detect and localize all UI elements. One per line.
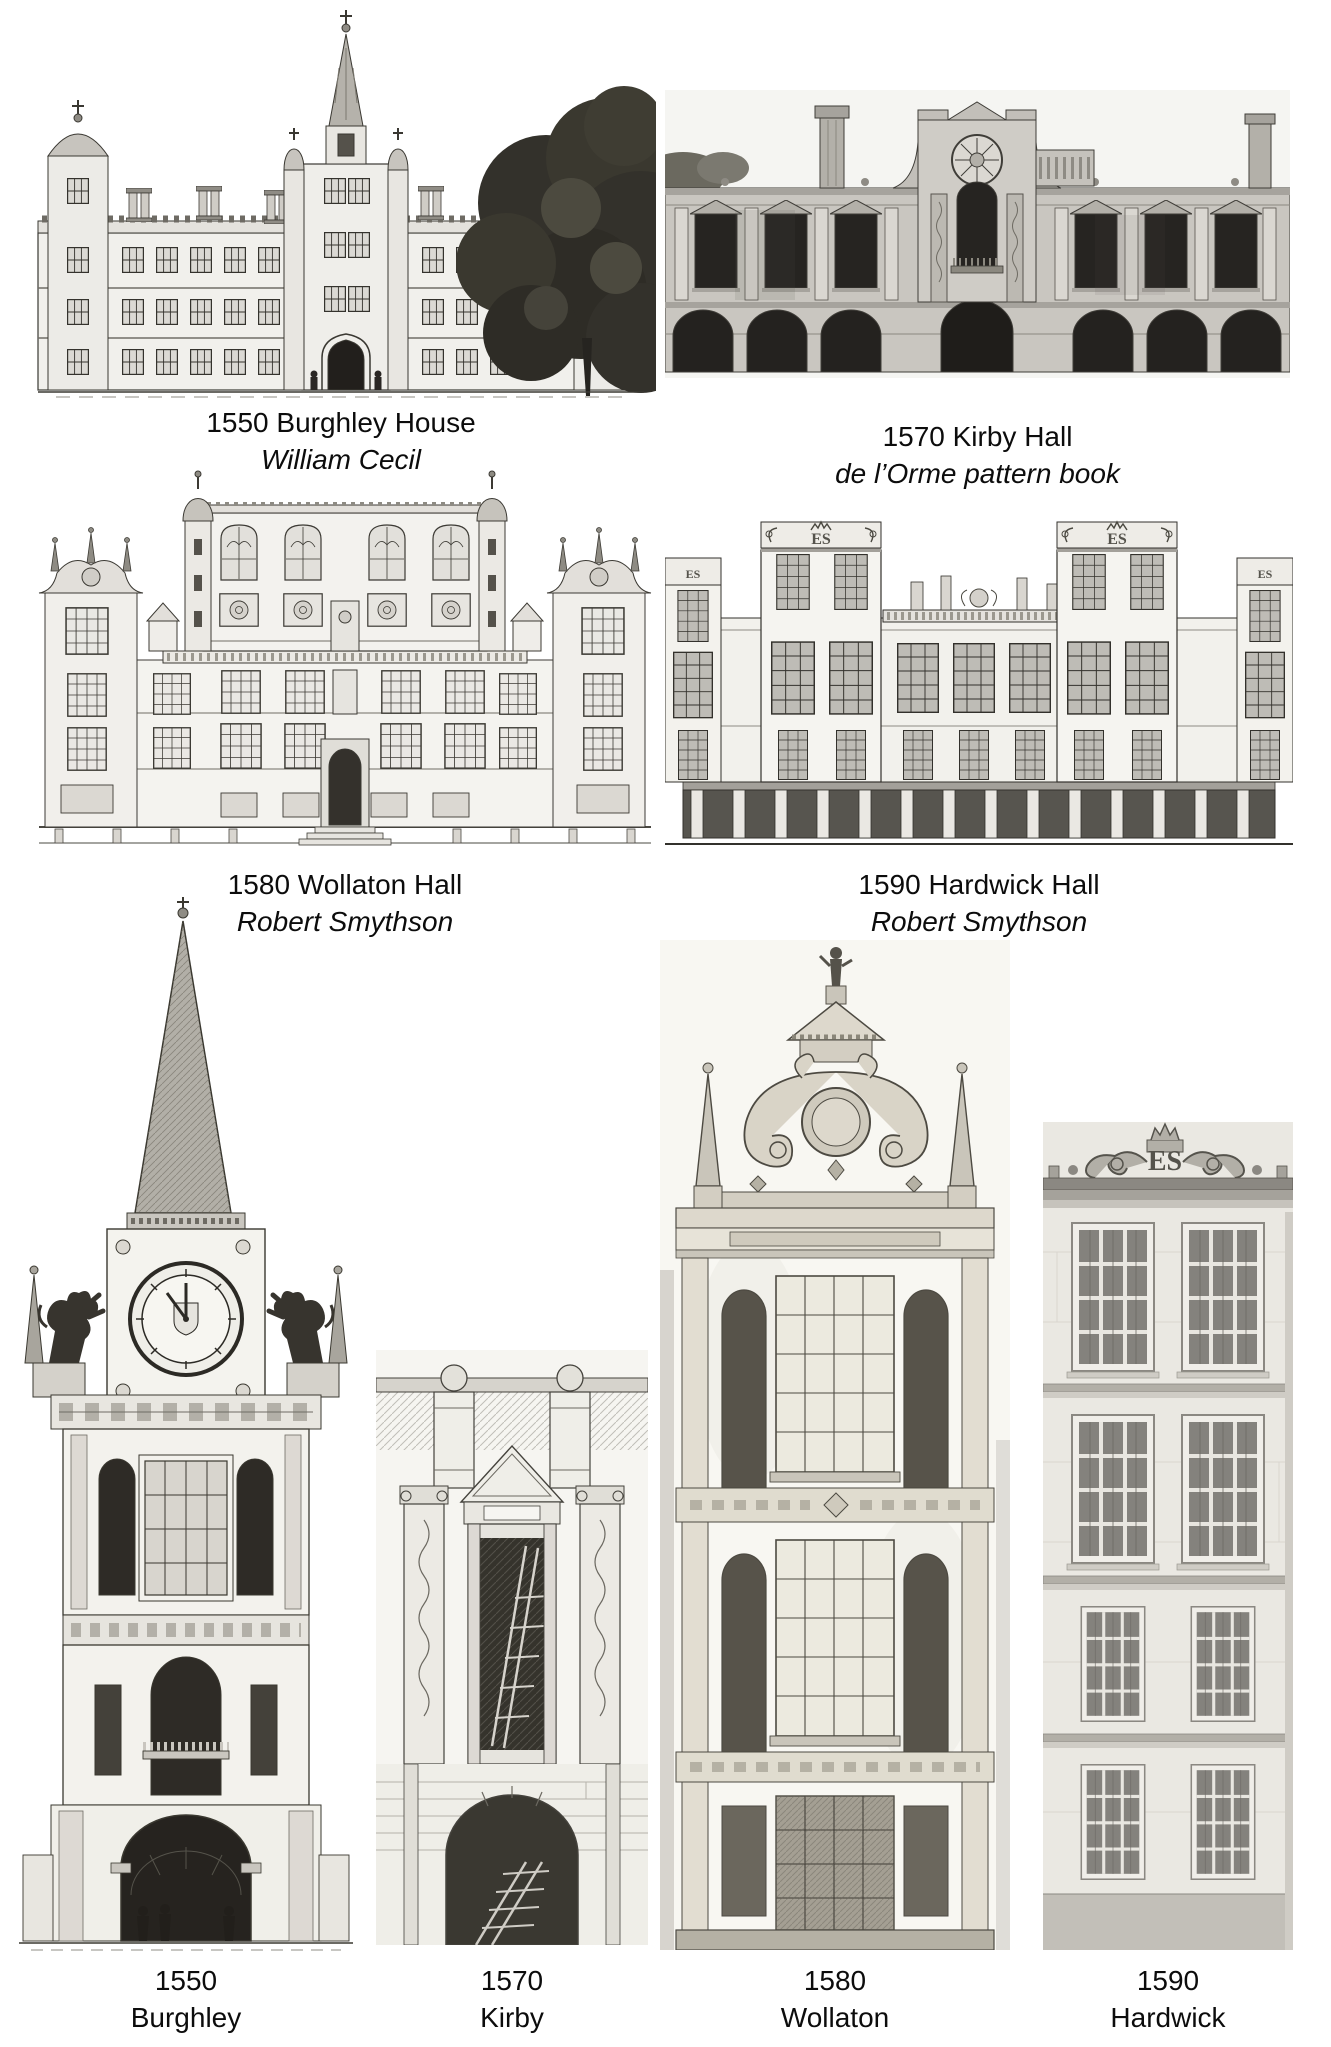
caption-wollaton-detail-year: 1580: [803, 1965, 867, 1996]
wollaton-hall-engraving: [35, 455, 655, 847]
hardwick-es-monogram: ES: [1258, 567, 1273, 581]
hardwick-bay-detail: ES: [1043, 1122, 1293, 1950]
caption-burghley-house-subtitle: William Cecil: [261, 444, 421, 475]
hardwick-bay-illustration: ES: [1043, 1122, 1293, 1950]
caption-burghley-detail-year: 1550: [154, 1965, 218, 1996]
caption-hardwick-hall: 1590 Hardwick Hall Robert Smythson: [665, 866, 1293, 940]
caption-burghley-house-title: 1550 Burghley House: [206, 407, 476, 438]
statue-finial: [818, 947, 853, 1005]
figures-silhouettes: [137, 1904, 235, 1941]
caption-burghley-house: 1550 Burghley House William Cecil: [26, 404, 656, 478]
kirby-frontispiece-illustration: [376, 1350, 648, 1945]
hardwick-es-monogram: ES: [686, 567, 701, 581]
hardwick-es-monogram: ES: [1107, 531, 1127, 548]
wollaton-bay-illustration: [660, 940, 1010, 1950]
lion-statue: [37, 1291, 106, 1363]
caption-wollaton-detail-name: Wollaton: [780, 2002, 890, 2033]
wollaton-hall-illustration: [38, 470, 652, 846]
kirby-hall-illustration: [665, 90, 1290, 378]
burghley-house-engraving: [26, 8, 656, 400]
caption-kirby-detail-year: 1570: [480, 1965, 544, 1996]
kirby-frontispiece-detail: [376, 1350, 648, 1945]
caption-kirby-detail: 1570 Kirby: [376, 1962, 648, 2036]
caption-wollaton-hall: 1580 Wollaton Hall Robert Smythson: [35, 866, 655, 940]
kirby-hall-engraving: [665, 90, 1290, 378]
hardwick-es-monogram: ES: [1148, 1146, 1182, 1177]
hardwick-es-monogram: ES: [811, 531, 831, 548]
tree: [456, 86, 656, 396]
caption-hardwick-hall-subtitle: Robert Smythson: [870, 906, 1088, 937]
hardwick-hall-illustration: ES ES ES ES: [665, 520, 1293, 845]
caption-kirby-hall-title: 1570 Kirby Hall: [882, 421, 1073, 452]
caption-hardwick-detail-name: Hardwick: [1110, 2002, 1226, 2033]
wollaton-bay-detail: [660, 940, 1010, 1950]
burghley-tower-illustration: [19, 897, 353, 1951]
caption-burghley-detail: 1550 Burghley: [15, 1962, 357, 2036]
caption-wollaton-hall-subtitle: Robert Smythson: [236, 906, 454, 937]
caption-hardwick-detail-year: 1590: [1136, 1965, 1200, 1996]
hardwick-hall-engraving: ES ES ES ES: [665, 490, 1293, 850]
es-cresting: ES: [1048, 1122, 1288, 1181]
lion-statue: [266, 1291, 335, 1363]
caption-hardwick-hall-title: 1590 Hardwick Hall: [858, 869, 1100, 900]
caption-burghley-detail-name: Burghley: [130, 2002, 242, 2033]
caption-hardwick-detail: 1590 Hardwick: [1043, 1962, 1293, 2036]
burghley-tower-detail: [15, 895, 357, 1955]
caption-wollaton-detail: 1580 Wollaton: [660, 1962, 1010, 2036]
caption-kirby-hall: 1570 Kirby Hall de l’Orme pattern book: [665, 418, 1290, 492]
caption-wollaton-hall-title: 1580 Wollaton Hall: [227, 869, 463, 900]
caption-kirby-hall-subtitle: de l’Orme pattern book: [835, 458, 1120, 489]
caption-kirby-detail-name: Kirby: [480, 2002, 544, 2033]
burghley-house-illustration: [37, 10, 656, 398]
